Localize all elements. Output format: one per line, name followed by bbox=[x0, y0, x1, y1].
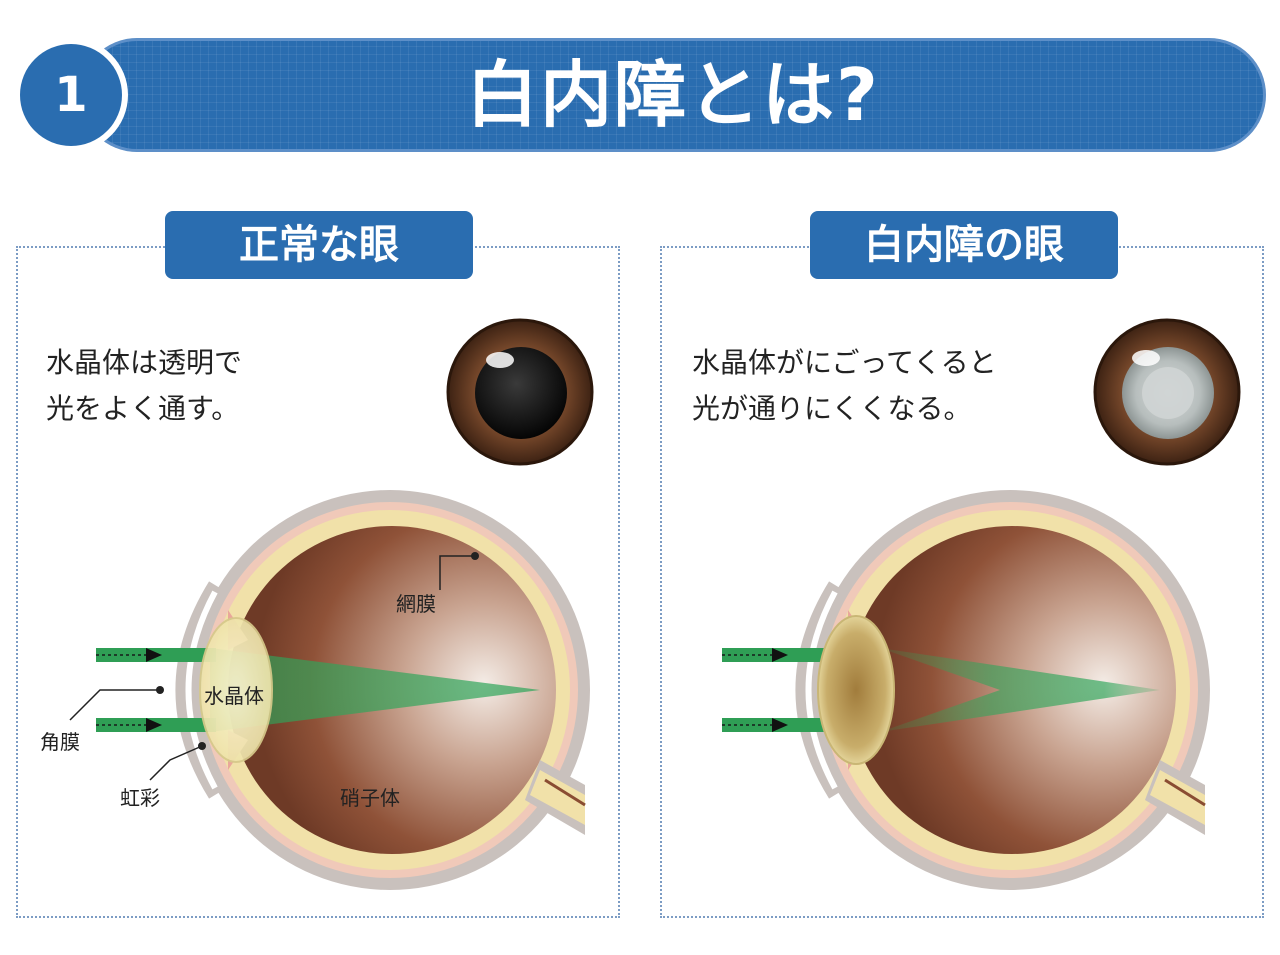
normal-iris-photo bbox=[446, 318, 594, 466]
cataract-eye-heading: 白内障の眼 bbox=[810, 211, 1118, 279]
cataract-desc-line2: 光が通りにくくなる。 bbox=[692, 392, 972, 425]
iris-label: 虹彩 bbox=[120, 786, 160, 810]
vitreous-label: 硝子体 bbox=[340, 786, 400, 810]
normal-eye-cross-section bbox=[69, 490, 590, 890]
cataract-iris-photo bbox=[1093, 318, 1241, 466]
normal-desc-line2: 光をよく通す。 bbox=[46, 392, 240, 425]
normal-eye-heading: 正常な眼 bbox=[165, 211, 473, 279]
retina-label: 網膜 bbox=[396, 592, 436, 616]
cataract-eye-cross-section bbox=[722, 490, 1210, 890]
page-title: 白内障とは? bbox=[466, 53, 880, 137]
lens-label: 水晶体 bbox=[204, 684, 264, 708]
cornea-label: 角膜 bbox=[40, 730, 80, 754]
cataract-desc-line1: 水晶体がにごってくると bbox=[692, 346, 997, 379]
title-banner bbox=[80, 38, 1266, 152]
normal-desc-line1: 水晶体は透明で bbox=[46, 346, 243, 379]
section-number: 1 bbox=[20, 44, 122, 146]
